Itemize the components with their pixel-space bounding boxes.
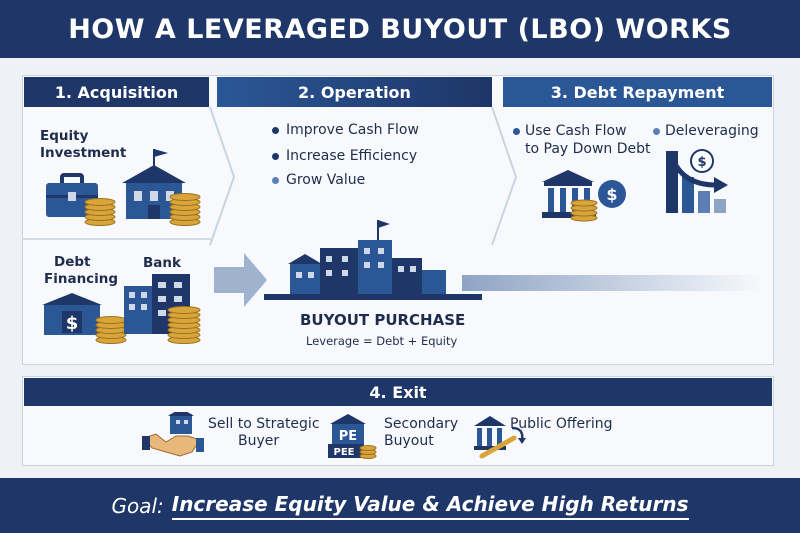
step-repayment-title: 3. Debt Repayment	[550, 82, 725, 102]
pe-label: PE	[339, 429, 357, 444]
process-arrows	[22, 107, 762, 307]
flow-bar	[462, 275, 762, 291]
operation-bullet-text: Improve Cash Flow	[286, 122, 419, 138]
equity-investment-label: Equity Investment	[40, 128, 126, 162]
bank-label: Bank	[143, 255, 181, 271]
step-repayment-header: 3. Debt Repayment	[503, 77, 772, 107]
exit-option-strategic: Sell to Strategic Buyer	[208, 416, 320, 450]
dollar-sign: $	[697, 155, 706, 170]
operation-bullet-text: Increase Efficiency	[286, 148, 418, 164]
step-acquisition-title: 1. Acquisition	[54, 82, 179, 102]
coin-stack-icon	[95, 316, 127, 344]
coin-stack-icon	[84, 198, 116, 226]
step-operation-header: 2. Operation	[217, 77, 492, 107]
page-title: HOW A LEVERAGED BUYOUT (LBO) WORKS	[68, 13, 732, 45]
dollar-sign: $	[606, 185, 617, 204]
exit-option2-line2: Buyout	[384, 433, 434, 449]
buyout-company-icon	[264, 220, 482, 300]
step-operation-title: 2. Operation	[298, 82, 411, 102]
dollar-sign: $	[66, 313, 79, 334]
pe-firm-icon: PE PEE	[328, 414, 377, 459]
arrow-right-icon	[214, 253, 267, 307]
chevron-divider-2	[491, 107, 518, 246]
title-banner: HOW A LEVERAGED BUYOUT (LBO) WORKS	[0, 0, 800, 58]
equity-label-line1: Equity	[40, 128, 89, 144]
deleveraging-chart-icon: $	[666, 149, 728, 213]
chevron-divider-1	[209, 107, 236, 246]
repayment-bullet: Deleveraging	[653, 122, 759, 140]
operation-bullet: Improve Cash Flow	[272, 122, 419, 138]
operation-bullet: Increase Efficiency	[272, 148, 417, 164]
exit-option2-line1: Secondary	[384, 416, 459, 432]
exit-option-secondary: Secondary Buyout	[384, 416, 458, 450]
repayment-bullet-line2: to Pay Down Debt	[525, 141, 651, 157]
bullet-dot-icon	[513, 128, 520, 135]
operation-bullet: Grow Value	[272, 172, 365, 188]
bullet-dot-icon	[272, 176, 279, 184]
bullet-dot-icon	[272, 152, 279, 160]
bullet-dot-icon	[653, 128, 660, 135]
goal-text: Increase Equity Value & Achieve High Ret…	[171, 492, 689, 520]
repayment-bullet: Use Cash Flow to Pay Down Debt	[513, 122, 651, 158]
handshake-icon	[142, 412, 204, 457]
goal-prefix: Goal:	[111, 493, 164, 518]
exit-option-public: Public Offering	[510, 416, 613, 432]
operation-bullet-text: Grow Value	[286, 172, 366, 188]
coin-stack-icon	[169, 193, 201, 226]
step-exit-header: 4. Exit	[24, 378, 772, 406]
pee-label: PEE	[334, 447, 355, 458]
debt-label-line1: Debt	[54, 254, 91, 270]
exit-option1-line1: Sell to Strategic	[208, 416, 320, 432]
step-exit-title: 4. Exit	[369, 382, 427, 402]
equity-label-line2: Investment	[40, 145, 127, 161]
exit-option1-line2: Buyer	[238, 433, 280, 449]
debt-financing-label: Debt Financing	[44, 254, 118, 288]
public-offering-icon	[474, 416, 526, 459]
coin-stack-icon	[167, 306, 201, 344]
repayment-bullet-line1: Use Cash Flow	[525, 123, 627, 139]
bank-icon: $	[542, 170, 626, 222]
goal-banner: Goal: Increase Equity Value & Achieve Hi…	[0, 478, 800, 533]
deleveraging-text: Deleveraging	[665, 123, 759, 139]
buyout-purchase-title: BUYOUT PURCHASE	[300, 311, 466, 329]
dollar-vault-icon: $	[42, 293, 102, 335]
bullet-dot-icon	[272, 126, 279, 134]
step-acquisition-header: 1. Acquisition	[24, 77, 209, 107]
briefcase-icon	[46, 173, 98, 217]
buyout-formula: Leverage = Debt + Equity	[306, 334, 458, 348]
debt-label-line2: Financing	[44, 271, 119, 287]
